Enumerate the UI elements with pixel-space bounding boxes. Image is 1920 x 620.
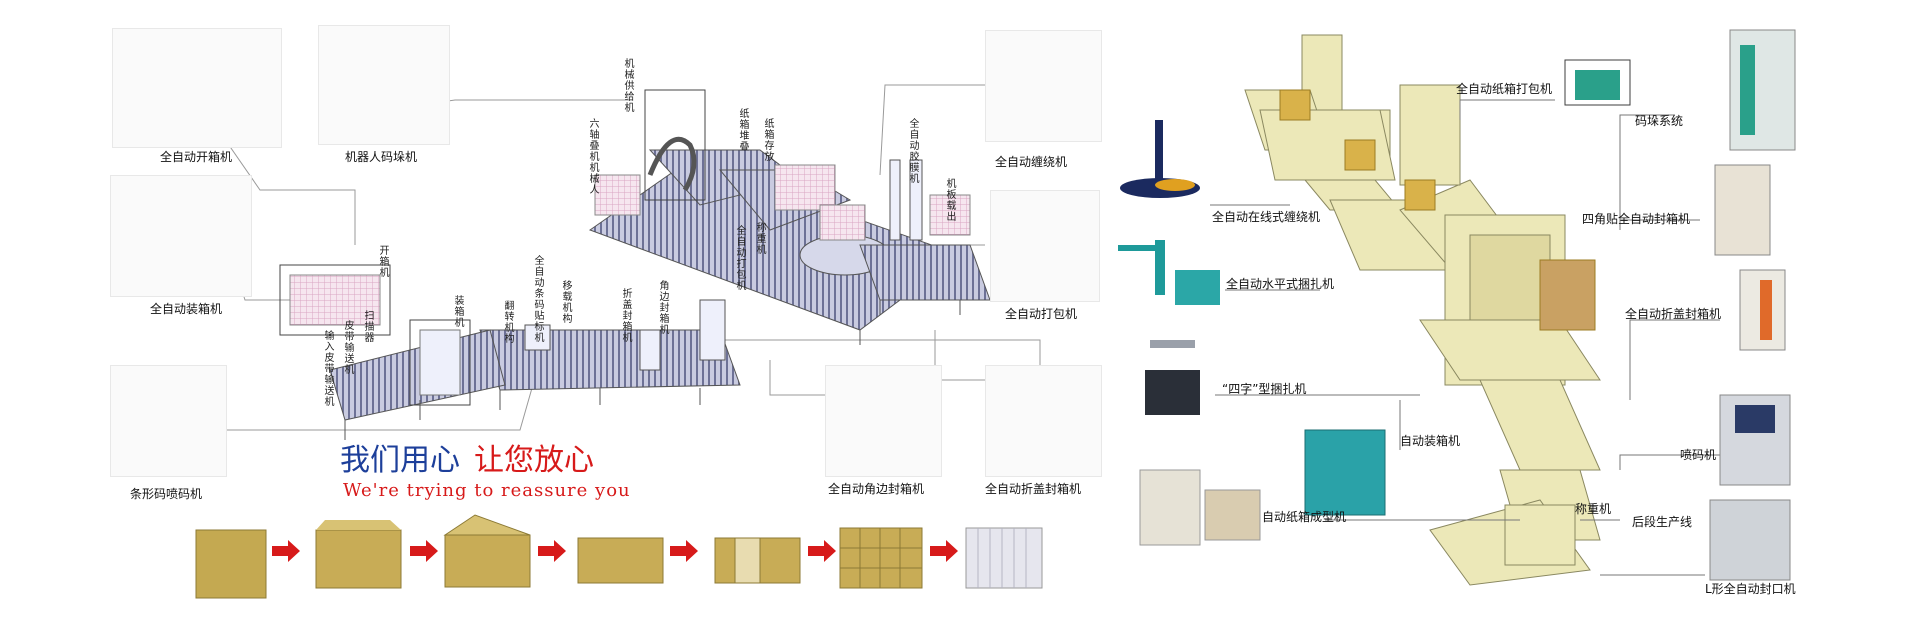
conveyor-line-left — [279, 89, 991, 440]
label-auto-boxing: 自动装箱机 — [1400, 434, 1461, 448]
label-four-corner-sealer: 四角贴全自动封箱机 — [1582, 212, 1691, 226]
vlabel-11: 角边封箱机 — [657, 280, 668, 335]
label-weigher: 称重机 — [1575, 502, 1612, 516]
label-horizontal-strap: 全自动水平式捆扎机 — [1226, 277, 1335, 291]
vlabel-5: 机板载出 — [944, 178, 955, 222]
label-back-line: 后段生产线 — [1632, 515, 1693, 529]
vlabel-8: 翻转机构 — [502, 300, 513, 344]
label-robot-palletizer: 机器人码垛机 — [345, 150, 418, 164]
label-fold-sealer: 全自动折盖封箱机 — [985, 482, 1082, 496]
thumb-auto-strapping — [990, 190, 1100, 302]
vlabel-0: 机械供给机 — [622, 58, 633, 113]
vlabel-10: 折盖封箱机 — [620, 288, 631, 343]
box-process-strip — [195, 514, 1043, 599]
thumb-auto-wrapping — [985, 30, 1102, 142]
label-fold-sealer-right: 全自动折盖封箱机 — [1625, 307, 1722, 321]
vlabel-2: 纸箱堆叠 — [737, 108, 748, 152]
thumb-corner-sealer — [825, 365, 942, 477]
vlabel-1: 六轴叠机机械人 — [587, 118, 598, 195]
label-l-sealer: L形全自动封口机 — [1705, 582, 1796, 596]
label-four-strap: “四字”型捆扎机 — [1222, 382, 1307, 396]
vlabel-6: 开箱机 — [377, 245, 388, 278]
label-auto-packing: 全自动装箱机 — [150, 302, 223, 316]
label-auto-open-box: 全自动开箱机 — [160, 150, 233, 164]
label-auto-strapping: 全自动打包机 — [1005, 307, 1078, 321]
vlabel-14: 称重机 — [754, 222, 765, 255]
thumb-auto-packing — [110, 175, 252, 297]
thumb-auto-open-box — [112, 28, 282, 148]
boxes-on-right-line — [1279, 89, 1596, 331]
label-barcode-inkjet: 条形码喷码机 — [130, 487, 203, 501]
vlabel-15: 扫描器 — [362, 310, 373, 343]
vlabel-7: 装箱机 — [452, 295, 463, 328]
vlabel-4: 全自动胶膜机 — [907, 118, 918, 184]
thumb-fold-sealer — [985, 365, 1102, 477]
vlabel-16: 皮带输送机 — [342, 320, 353, 375]
thumb-barcode-inkjet — [110, 365, 227, 477]
vlabel-13: 全自动条码贴标机 — [532, 255, 543, 343]
label-corner-sealer: 全自动角边封箱机 — [828, 482, 925, 496]
vlabel-9: 移载机构 — [560, 280, 571, 324]
leader-lines-right — [1210, 99, 1725, 576]
vlabel-12: 全自动打包机 — [734, 225, 745, 291]
label-carton-strapping: 全自动纸箱打包机 — [1456, 82, 1553, 96]
slogan-english: We're trying to reassure you — [343, 480, 631, 501]
slogan: 我们用心让您放心 — [340, 435, 594, 479]
label-palletizing: 码垛系统 — [1635, 114, 1684, 128]
label-inkjet: 喷码机 — [1680, 448, 1717, 462]
slogan-part2: 让您放心 — [474, 443, 594, 478]
slogan-part1: 我们用心 — [340, 443, 460, 478]
thumb-robot-palletizer — [318, 25, 450, 145]
right-machine-thumbs — [1118, 29, 1796, 581]
vlabel-3: 纸箱存放 — [762, 118, 773, 162]
label-auto-wrapping: 全自动缠绕机 — [995, 155, 1068, 169]
vlabel-17: 输入皮带输送机 — [322, 330, 333, 407]
label-inline-wrapping: 全自动在线式缠绕机 — [1212, 210, 1321, 224]
label-carton-former: 自动纸箱成型机 — [1262, 510, 1347, 524]
